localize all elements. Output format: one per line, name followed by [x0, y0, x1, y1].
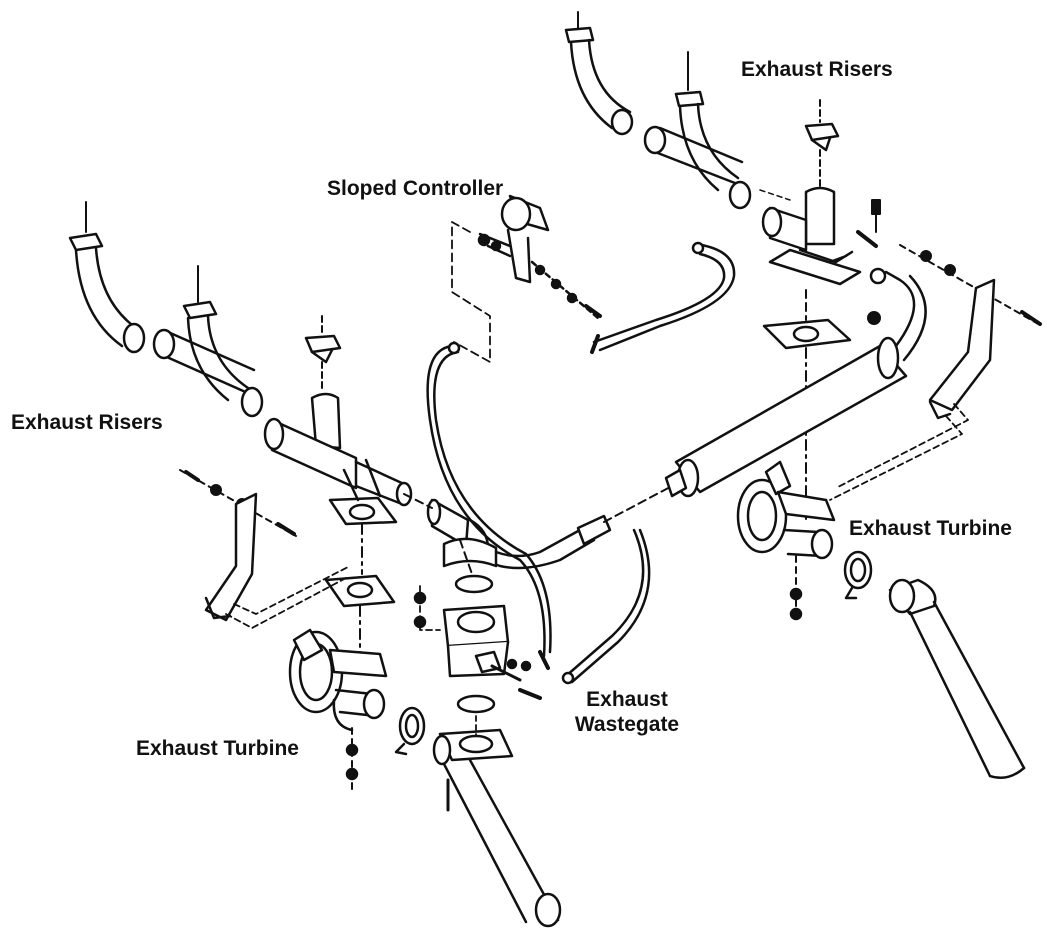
left-riser-3 — [263, 315, 413, 526]
right-exhaust-elbow — [888, 578, 1026, 779]
right-bank-fasteners — [856, 199, 1042, 326]
wastegate-hoses — [426, 341, 651, 685]
right-bracket — [829, 278, 996, 501]
controller-sense-line — [590, 241, 736, 354]
right-riser-gasket — [762, 289, 852, 521]
left-turbine — [288, 628, 388, 732]
label-exhaust-wastegate: Exhaust Wastegate — [574, 688, 680, 736]
left-riser-2 — [152, 265, 264, 418]
label-exhaust-risers-left: Exhaust Risers — [11, 411, 163, 434]
right-riser-2 — [643, 51, 752, 210]
left-riser-gasket — [324, 523, 396, 661]
left-turbine-clamp — [345, 706, 426, 791]
right-turbine-clamp — [843, 550, 873, 600]
label-exhaust-risers-right: Exhaust Risers — [741, 58, 893, 81]
exhaust-wastegate — [413, 539, 542, 714]
sloped-controller — [451, 194, 602, 363]
right-riser-3 — [759, 99, 862, 286]
right-riser-1 — [564, 11, 634, 136]
left-riser-1 — [68, 201, 146, 354]
right-turbine — [736, 460, 836, 621]
label-exhaust-turbine-left: Exhaust Turbine — [136, 737, 299, 760]
crossover-pipe — [403, 485, 673, 570]
muffler — [664, 267, 927, 498]
label-sloped-controller: Sloped Controller — [327, 177, 504, 200]
left-bracket — [204, 492, 351, 629]
label-exhaust-turbine-right: Exhaust Turbine — [849, 517, 1012, 540]
left-exhaust-elbow — [432, 715, 562, 928]
